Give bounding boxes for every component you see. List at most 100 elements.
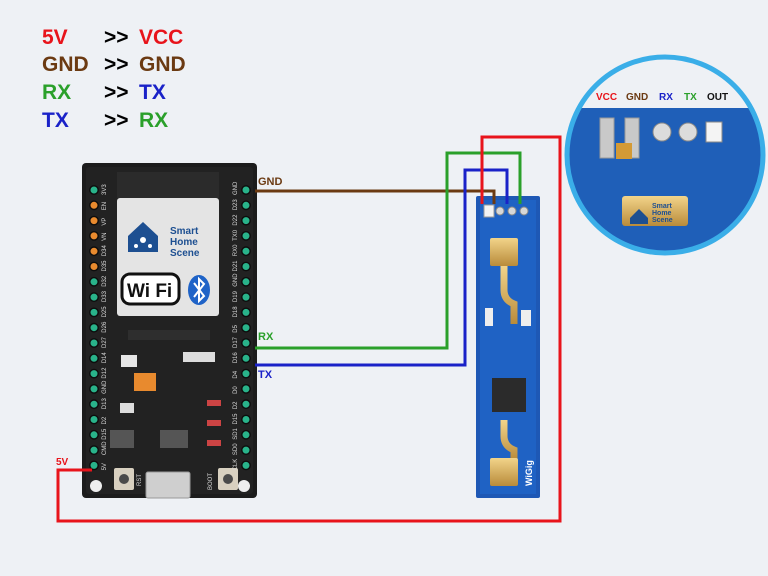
header-pin-label: TX0 (233, 229, 239, 241)
vcc-wire (56, 135, 562, 523)
header-pin-d32[interactable] (89, 276, 99, 287)
header-pin-label: SD1 (233, 427, 239, 439)
header-pin-d35[interactable] (89, 261, 99, 272)
rx-wire (255, 151, 522, 350)
inset-chip-line3: Scene (652, 217, 673, 224)
inset-chip-line2: Home (652, 210, 672, 217)
header-pin-label: D13 (102, 398, 108, 410)
capacitor (134, 373, 156, 391)
header-pin-label: D17 (233, 336, 239, 348)
antenna-rx (490, 458, 518, 486)
header-pin-label: D33 (102, 290, 108, 302)
rx-wire-label: RX (258, 331, 274, 343)
header-pin-label: CMD (102, 441, 108, 455)
inset-pin-tx: TX (684, 92, 697, 103)
header-pin-d5[interactable] (241, 322, 251, 333)
header-pin-d33[interactable] (89, 292, 99, 302)
header-pin-d4[interactable] (241, 368, 251, 379)
header-pin-d17[interactable] (241, 338, 251, 348)
header-pin-d12[interactable] (89, 368, 99, 379)
header-pin-d15[interactable] (241, 414, 251, 425)
tx-wire (255, 168, 509, 367)
inset-pin-gnd: GND (626, 92, 648, 103)
header-pin-label: D23 (233, 199, 239, 211)
wifi-text: Wi Fi (127, 281, 172, 302)
header-pin-3v3[interactable] (89, 185, 99, 195)
tx-wire-label: TX (258, 369, 273, 381)
legend-separator: >> (104, 81, 129, 104)
antenna-tx (490, 238, 518, 266)
header-pin-gnd[interactable] (241, 185, 251, 195)
legend-to: RX (139, 109, 169, 132)
legend-to: TX (139, 81, 166, 104)
header-pin-label: D4 (233, 370, 239, 378)
legend-separator: >> (104, 109, 129, 132)
header-pin-label: EN (102, 202, 108, 210)
header-pin-d18[interactable] (241, 307, 251, 318)
header-pin-label: D5 (233, 324, 239, 332)
header-pin-d16[interactable] (241, 353, 251, 364)
header-pin-d27[interactable] (89, 338, 99, 348)
legend-from: RX (42, 81, 72, 104)
esp32-board: Smart Home Scene Wi Fi RST BOOT (82, 163, 257, 499)
micro-usb-port[interactable] (145, 471, 191, 499)
header-pin-label: VP (102, 218, 108, 226)
header-pin-label: 5V (102, 463, 108, 470)
header-pin-d14[interactable] (89, 353, 99, 364)
header-pin-gnd[interactable] (241, 276, 251, 287)
legend-separator: >> (104, 26, 129, 49)
vcc-wire-label: 5V (56, 457, 69, 468)
header-pin-d2[interactable] (89, 414, 99, 425)
header-pin-d0[interactable] (241, 383, 251, 394)
inset-pin-vcc: VCC (596, 92, 617, 103)
header-pin-d26[interactable] (89, 322, 99, 333)
header-pin-label: D15 (233, 413, 239, 425)
header-pin-d2[interactable] (241, 399, 251, 410)
boot-label: BOOT (208, 473, 214, 490)
header-pin-vp[interactable] (89, 215, 99, 226)
header-pin-label: D16 (233, 352, 239, 364)
header-pin-gnd[interactable] (89, 383, 99, 394)
logo-line2: Home (170, 237, 198, 248)
header-pin-d22[interactable] (241, 215, 251, 226)
header-pin-label: SD0 (233, 443, 239, 455)
header-pin-label: D25 (102, 306, 108, 318)
gnd-wire-label: GND (258, 176, 283, 188)
header-pin-d19[interactable] (241, 292, 251, 302)
header-pin-d15[interactable] (89, 429, 99, 440)
logo-line3: Scene (170, 248, 200, 259)
header-pin-d34[interactable] (89, 246, 99, 257)
wires (56, 135, 562, 523)
bluetooth-icon (188, 275, 210, 305)
rst-label: RST (137, 474, 143, 486)
header-pin-rx0[interactable] (241, 246, 251, 257)
header-pin-en[interactable] (89, 200, 99, 211)
header-pin-label: D2 (102, 416, 108, 424)
header-pin-clk[interactable] (241, 460, 251, 471)
header-pin-label: GND (233, 181, 239, 195)
header-pin-sd0[interactable] (241, 445, 251, 455)
inset-chip-line1: Smart (652, 203, 673, 210)
header-pin-label: D0 (233, 386, 239, 394)
header-pin-tx0[interactable] (241, 230, 251, 241)
header-pin-label: VN (102, 233, 108, 241)
pinout-inset: Smart Home Scene VCC GND RX TX OUT (564, 54, 766, 256)
header-pin-label: D14 (102, 352, 108, 364)
radar-sensor-board: WiGig (476, 196, 540, 498)
header-pin-5v[interactable] (89, 460, 99, 471)
header-pin-cmd[interactable] (89, 445, 99, 455)
header-pin-label: D32 (102, 275, 108, 287)
esp32-right-header: GNDD23D22TX0RX0D21GNDD19D18D5D17D16D4D0D… (233, 181, 251, 471)
legend-separator: >> (104, 53, 129, 76)
header-pin-d25[interactable] (89, 307, 99, 318)
header-pin-label: 3V3 (102, 184, 108, 195)
header-pin-vn[interactable] (89, 230, 99, 241)
inset-pin-rx: RX (659, 92, 673, 103)
header-pin-d21[interactable] (241, 261, 251, 272)
header-pin-d23[interactable] (241, 200, 251, 211)
header-pin-label: CLK (233, 459, 239, 471)
logo-line1: Smart (170, 226, 199, 237)
header-pin-label: D26 (102, 321, 108, 333)
header-pin-d13[interactable] (89, 399, 99, 410)
header-pin-sd1[interactable] (241, 429, 251, 440)
